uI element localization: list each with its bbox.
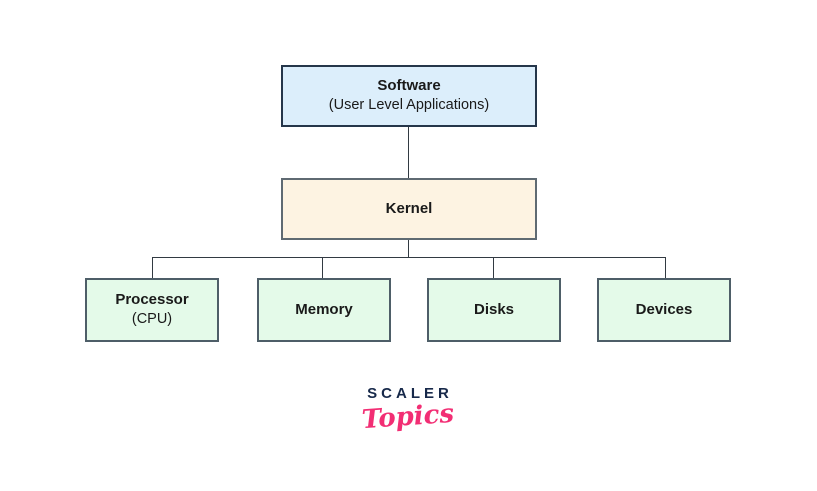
connector-bus-devices <box>665 257 666 279</box>
node-software-subtitle: (User Level Applications) <box>328 97 490 114</box>
node-kernel: Kernel <box>281 178 537 240</box>
node-memory: Memory <box>257 278 391 342</box>
node-disks: Disks <box>427 278 561 342</box>
node-devices: Devices <box>597 278 731 342</box>
connector-bus-line <box>152 257 666 258</box>
node-disks-title: Disks <box>473 300 515 318</box>
connector-bus-processor <box>152 257 153 278</box>
connector-software-kernel <box>408 127 409 178</box>
connector-bus-disks <box>493 257 494 279</box>
node-software: Software (User Level Applications) <box>281 65 537 127</box>
node-processor-subtitle: (CPU) <box>131 311 173 328</box>
scaler-logo-wordmark: SCALER <box>367 385 453 402</box>
connector-kernel-bus <box>408 240 409 258</box>
scaler-topics-logo: SCALER Topics <box>338 385 478 434</box>
node-processor-title: Processor <box>115 291 189 309</box>
connector-bus-memory <box>322 257 323 279</box>
node-devices-title: Devices <box>635 300 693 318</box>
node-processor: Processor (CPU) <box>85 278 219 342</box>
node-memory-title: Memory <box>295 300 353 318</box>
node-software-title: Software <box>377 77 441 95</box>
scaler-logo-topics-script: Topics <box>360 398 455 435</box>
node-kernel-title: Kernel <box>385 199 433 217</box>
